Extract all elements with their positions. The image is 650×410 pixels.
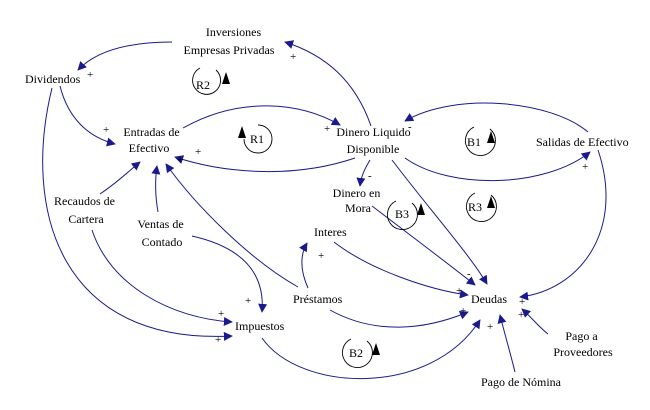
loop-label: R3 — [468, 200, 482, 214]
polarity-sign: - — [408, 121, 412, 133]
link-inversiones-to-dividendos — [77, 41, 173, 71]
loop-indicator-r2: R2 — [192, 67, 230, 95]
link-nomina-to-deudas — [497, 314, 516, 373]
loop-indicator-r3: R3 — [466, 192, 497, 222]
polarity-sign: + — [218, 308, 224, 320]
node-dividendos: Dividendos — [25, 72, 81, 86]
causal-links — [42, 40, 607, 380]
link-prestamos-to-deudas — [329, 309, 469, 328]
loop-arrow-icon — [465, 126, 496, 156]
polarity-sign: + — [318, 250, 324, 262]
triangle-icon — [487, 196, 495, 208]
polarity-sign: + — [456, 285, 462, 297]
link-recaudos-to-entradas — [99, 161, 141, 195]
link-proveedores-to-deudas — [521, 308, 549, 335]
polarity-sign: + — [245, 295, 251, 307]
loop-arrow-icon — [466, 192, 497, 222]
node-interes: Interes — [314, 225, 347, 239]
link-prestamos-to-entradas — [165, 163, 299, 288]
link-liquido-to-mora — [356, 159, 371, 187]
node-impuestos: Impuestos — [235, 319, 285, 333]
node-deudas: Deudas — [471, 292, 507, 306]
node-entradas: Entradas de Efectivo — [123, 125, 182, 155]
triangle-icon — [417, 203, 425, 215]
polarity-sign: + — [87, 69, 93, 81]
variable-nodes: Inversiones Empresas Privadas Dividendos… — [25, 25, 629, 389]
loop-arrow-icon — [387, 200, 418, 230]
link-liquido-to-salidas — [404, 151, 591, 182]
triangle-icon — [238, 126, 246, 138]
link-mora-to-deudas — [371, 205, 476, 286]
link-prestamos-to-interes — [299, 242, 309, 289]
loop-indicator-b2: B2 — [342, 338, 380, 368]
link-liquido-to-deudas — [391, 159, 488, 285]
loop-label: B3 — [395, 207, 409, 221]
node-pago-nomina: Pago de Nómina — [481, 375, 562, 389]
node-inversiones: Inversiones Empresas Privadas — [184, 25, 275, 57]
triangle-icon — [487, 131, 495, 143]
loop-arrow-icon — [192, 67, 222, 95]
loop-label: R1 — [250, 132, 264, 146]
polarity-signs: + + + + + + - - + + + + + - + + + + + — [87, 51, 588, 346]
polarity-sign: + — [519, 296, 525, 308]
loop-label: B1 — [467, 135, 481, 149]
link-dividendos-to-entradas — [59, 85, 116, 147]
link-dividendos-to-impuestos — [42, 87, 233, 341]
node-dinero-mora: Dinero en Mora — [333, 186, 384, 215]
polarity-sign: + — [460, 305, 466, 317]
polarity-sign: + — [195, 146, 201, 158]
link-ventas-to-impuestos — [191, 235, 268, 313]
polarity-sign: + — [487, 321, 493, 333]
node-pago-proveedores: Pago a Proveedores — [553, 329, 613, 359]
link-entradas-to-liquido — [182, 105, 341, 129]
polarity-sign: - — [467, 268, 471, 280]
loop-indicator-b3: B3 — [387, 200, 425, 230]
link-interes-to-deudas — [333, 241, 469, 299]
loop-label: B2 — [349, 346, 363, 360]
link-recaudos-to-impuestos — [91, 229, 233, 326]
loop-arrow-icon — [342, 338, 373, 368]
node-dinero-liquido: Dinero Liquido Disponible — [336, 125, 413, 156]
node-ventas: Ventas de Contado — [137, 217, 186, 249]
link-salidas-to-liquido — [404, 102, 589, 133]
polarity-sign: + — [290, 51, 296, 63]
loop-indicator-b1: B1 — [465, 126, 496, 156]
loop-label: R2 — [196, 78, 210, 92]
node-recaudos: Recaudos de Cartera — [54, 194, 118, 226]
node-salidas: Salidas de Efectivo — [536, 135, 629, 149]
link-salidas-to-deudas — [519, 149, 607, 301]
node-prestamos: Préstamos — [293, 292, 343, 306]
link-liquido-to-entradas — [174, 155, 356, 173]
polarity-sign: + — [177, 154, 183, 166]
polarity-sign: + — [103, 124, 109, 136]
polarity-sign: - — [368, 170, 372, 182]
polarity-sign: + — [582, 161, 588, 173]
link-ventas-to-entradas — [151, 165, 161, 213]
polarity-sign: + — [518, 309, 524, 321]
loop-arrow-icon — [243, 124, 273, 154]
link-liquido-to-inversiones — [284, 40, 372, 127]
loop-indicator-r1: R1 — [238, 124, 273, 154]
link-impuestos-to-deudas — [261, 319, 481, 380]
polarity-sign: + — [324, 123, 330, 135]
triangle-icon — [222, 72, 230, 84]
triangle-icon — [372, 343, 380, 355]
polarity-sign: + — [215, 334, 221, 346]
